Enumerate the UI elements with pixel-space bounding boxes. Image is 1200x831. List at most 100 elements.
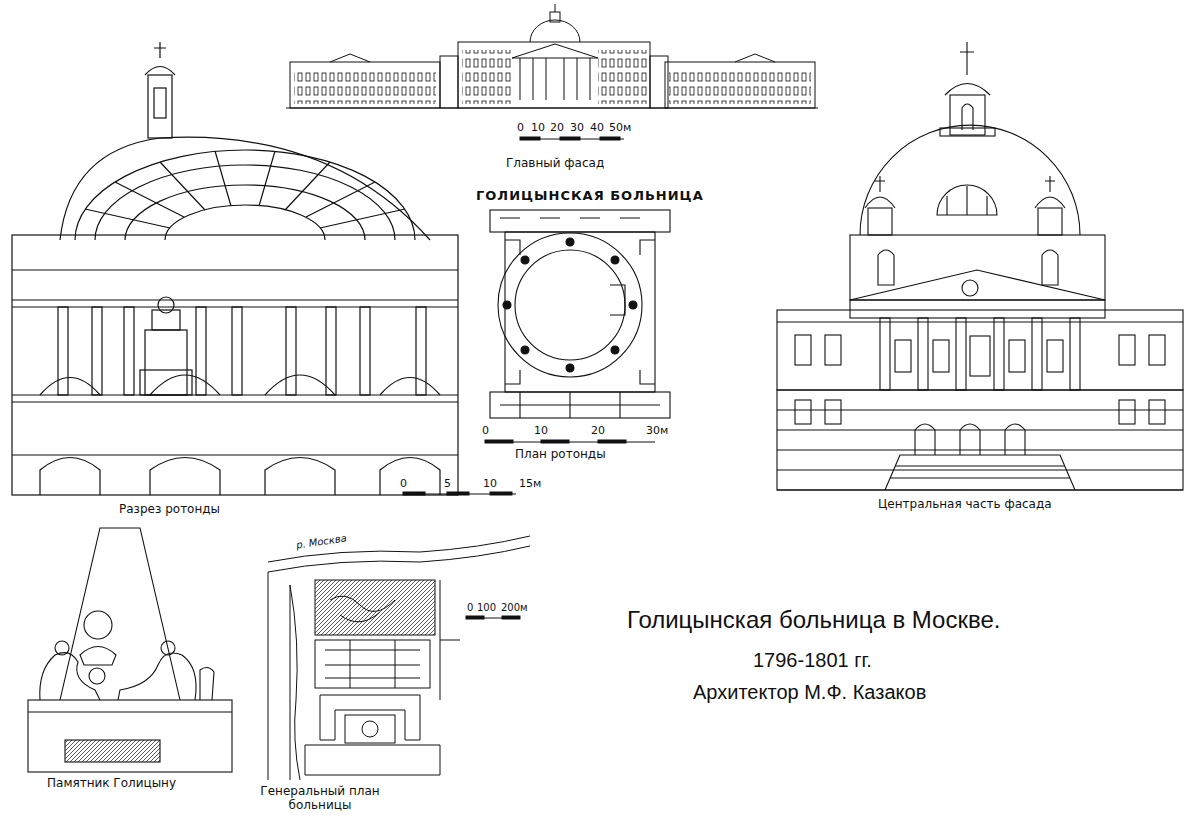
rotunda-section-line (92, 307, 102, 395)
central-facade-line (1035, 197, 1065, 208)
rotunda-section-line (232, 307, 242, 395)
central-facade-line (777, 310, 1183, 390)
scale-number: 20 (591, 424, 605, 437)
scale-number: 5 (444, 477, 451, 490)
rotunda-section-line (124, 307, 134, 395)
central-facade-line (890, 466, 1070, 478)
rotunda-plan (490, 210, 670, 418)
central-facade-line (875, 176, 885, 192)
scale-number: 15м (519, 477, 541, 490)
main-facade-line (650, 56, 668, 108)
main-facade-line (665, 62, 815, 108)
central-facade-line (850, 300, 1105, 318)
rotunda-section-line (286, 307, 296, 395)
central-facade-line (777, 390, 1183, 490)
central-facade-line (878, 250, 894, 285)
rotunda-plan-line (490, 392, 670, 418)
central-facade-line (947, 186, 987, 215)
drawing-caption: Главный фасад (506, 156, 604, 170)
monument-line (84, 611, 112, 639)
drawing-caption: План ротонды (515, 447, 606, 461)
drawing-caption: Центральная часть фасада (878, 497, 1052, 511)
central-facade-line (970, 336, 990, 376)
central-facade-line (994, 318, 1004, 390)
central-facade-line (1042, 250, 1058, 285)
main-facade-line (512, 44, 598, 58)
central-facade-line (962, 104, 973, 130)
rotunda-section-line (416, 307, 426, 395)
rotunda-plan-line (521, 256, 529, 264)
scale-number: 30м (646, 424, 668, 437)
main-facade-line (598, 50, 648, 104)
central-facade-line (960, 42, 974, 75)
scale-bar-line (598, 440, 626, 443)
rotunda-section-line (140, 370, 192, 395)
rotunda-section-line (158, 297, 174, 313)
central-facade-line (945, 84, 990, 96)
main-facade-line (290, 62, 440, 108)
architect-line: Архитектор М.Ф. Казаков (693, 680, 926, 704)
central-facade-line (825, 335, 841, 365)
monument-line (28, 711, 232, 712)
scale-bar (485, 440, 655, 443)
scale-bar-line (600, 137, 620, 140)
scale-bar-line (541, 440, 569, 443)
drawing-caption: Генеральный план больницы (245, 784, 395, 813)
river-name: р. Москва (295, 533, 347, 552)
monument-line (200, 667, 214, 700)
rotunda-section-line (75, 150, 415, 240)
rotunda-plan-line (505, 232, 655, 392)
central-facade-line (850, 235, 1105, 300)
monument-line (55, 641, 69, 655)
general-plan-line (362, 721, 378, 737)
scale-number: 0 (482, 424, 489, 437)
central-facade-line (868, 208, 892, 235)
central-facade-line (962, 280, 978, 296)
scale-number: 20 (550, 121, 564, 134)
rotunda-plan-line (490, 210, 670, 232)
scale-bar (403, 492, 516, 495)
general-plan-line (502, 616, 520, 619)
general-plan-line (345, 715, 395, 743)
central-facade-line (1032, 318, 1042, 390)
monument-line (40, 653, 100, 700)
scale-number: 40 (590, 121, 604, 134)
general-plan-line (320, 695, 420, 740)
main-facade-line (440, 56, 458, 108)
date-line: 1796-1801 гг. (753, 648, 872, 672)
rotunda-plan-line (611, 256, 619, 264)
rotunda-plan-line (500, 217, 640, 218)
rotunda-plan-line (515, 250, 625, 360)
central-facade-line (940, 128, 995, 136)
central-facade-line (825, 400, 841, 424)
scale-number: 0 (467, 602, 473, 614)
rotunda-section-line (12, 235, 458, 495)
sheet-title: Голицынская больница в Москве. (627, 606, 1000, 635)
general-plan-line (315, 580, 435, 635)
monument (28, 528, 232, 772)
rotunda-section-line (12, 401, 458, 402)
scale-number: 0 (517, 121, 524, 134)
drawing-caption: Памятник Голицыну (47, 776, 176, 790)
rotunda-section (12, 42, 458, 495)
rotunda-plan-line (500, 392, 660, 418)
general-plan-line (315, 640, 430, 688)
general-plan-line (290, 585, 300, 780)
central-facade-line (1149, 335, 1165, 365)
central-facade-line (1038, 208, 1062, 235)
main-facade (286, 4, 818, 108)
main-facade-line (330, 54, 775, 62)
rotunda-section-line (145, 67, 175, 76)
rotunda-section-line (326, 307, 336, 395)
central-facade-line (950, 95, 985, 135)
main-facade-line (520, 58, 590, 100)
sheet-heading: ГОЛИЦЫНСКАЯ БОЛЬНИЦА (476, 188, 704, 204)
scale-bar-line (560, 137, 580, 140)
scale-number: 100 (477, 602, 496, 614)
scale-number: 50м (609, 121, 631, 134)
main-facade-line (550, 12, 560, 22)
rotunda-section-line (165, 205, 325, 240)
rotunda-section-line (360, 307, 370, 395)
drawing-caption: Разрез ротонды (119, 502, 220, 516)
rotunda-section-line (12, 299, 458, 300)
